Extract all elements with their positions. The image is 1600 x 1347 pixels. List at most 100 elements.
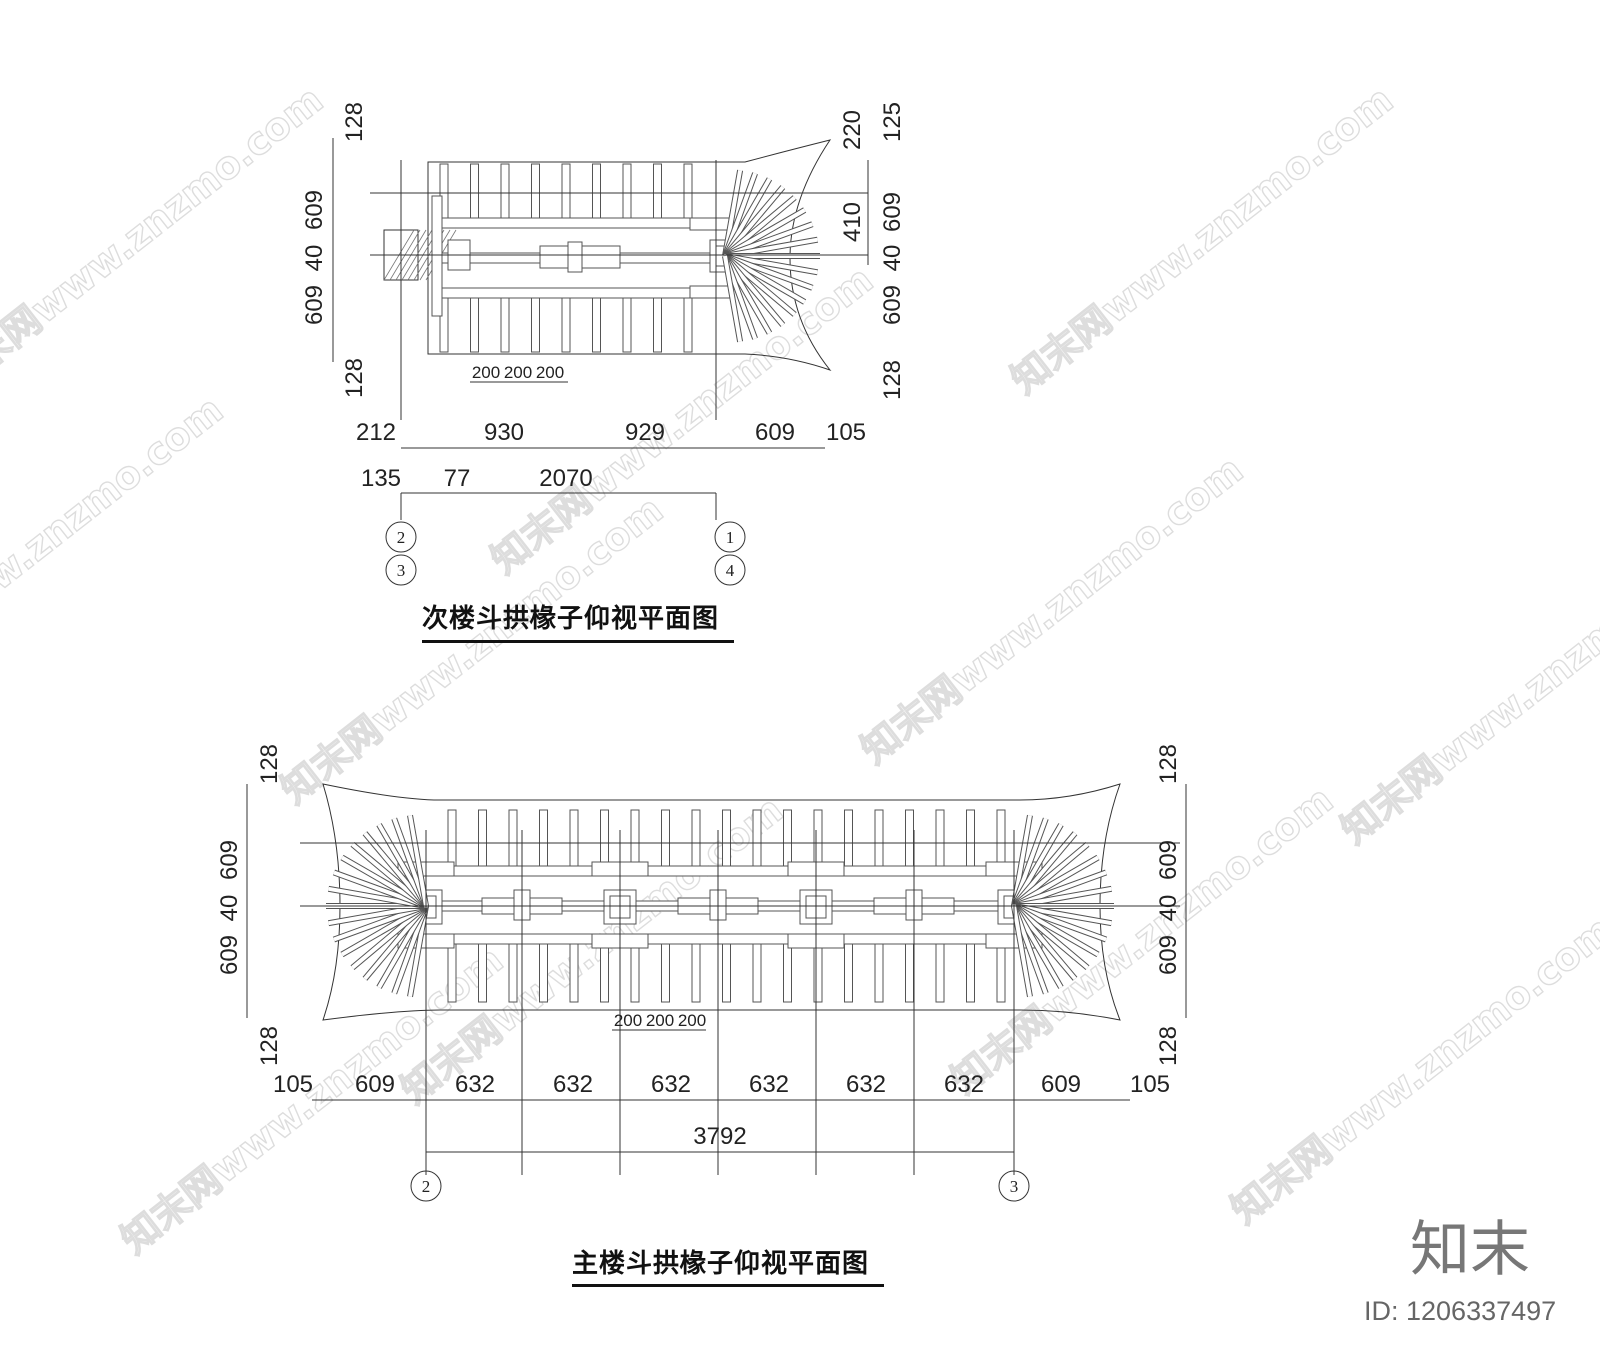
dim-label: 632 [846, 1071, 886, 1098]
dim-label: 128 [1155, 744, 1182, 784]
spacing-label: 200 [504, 363, 532, 382]
dim-label: 632 [455, 1071, 495, 1098]
dim-right: 125 220 609 410 40 609 128 [839, 102, 906, 400]
rafter [813, 809, 823, 871]
svg-text:2: 2 [397, 528, 406, 547]
brand-logo: 知末 [1410, 1215, 1530, 1285]
rafter [600, 809, 609, 871]
dim-label: 105 [826, 419, 866, 446]
bracket [689, 217, 731, 231]
dim-left: 128 609 40 609 128 [301, 102, 368, 398]
beam-top [439, 217, 721, 229]
dim-label: 212 [356, 419, 396, 446]
rafter [447, 939, 457, 1003]
dim-label: 609 [755, 419, 795, 446]
dim-label: 632 [944, 1071, 984, 1098]
corner-fan-rafters [722, 169, 820, 343]
title-underline [422, 640, 734, 643]
fan-rafter-fill [723, 255, 743, 343]
rafter [783, 939, 792, 1003]
spacing-label: 200 [646, 1011, 674, 1030]
svg-text:1: 1 [726, 528, 735, 547]
svg-text:2: 2 [422, 1177, 431, 1196]
rafter [630, 939, 640, 1003]
rafter [752, 939, 762, 1003]
dim-label: 609 [216, 935, 243, 975]
dim-label: 410 [839, 202, 866, 242]
rafter [905, 809, 914, 871]
axis-bubble-1: 1 [714, 521, 746, 553]
dim-label: 929 [625, 419, 665, 446]
axis-bubble-4: 4 [714, 554, 746, 586]
rafter [508, 809, 518, 871]
dim-label: 105 [1130, 1071, 1170, 1098]
spacing-label: 200 [536, 363, 564, 382]
watermark-text: 知末网www.znzmo.com [273, 487, 671, 812]
rafter [569, 809, 579, 871]
dim-label: 40 [879, 245, 906, 272]
rafter [592, 291, 601, 353]
rafter [531, 291, 540, 353]
axis-bubble-2: 2 [410, 1170, 442, 1202]
plan-title: 主楼斗拱椽子仰视平面图 [572, 1248, 869, 1279]
dim-label: 135 [361, 465, 401, 492]
rafter [691, 939, 701, 1003]
watermark-text: 知末网www.znzmo.com [0, 77, 331, 402]
dim-label: 609 [879, 285, 906, 325]
rafters-top [447, 809, 1006, 871]
dim-label: 632 [553, 1071, 593, 1098]
spacing-label: 200 [472, 363, 500, 382]
spacing-label: 200 [678, 1011, 706, 1030]
dim-label: 220 [839, 110, 866, 150]
dim-label: 3792 [693, 1123, 746, 1150]
plan-secondary: 128 609 40 609 128 125 220 609 410 40 60… [301, 102, 906, 643]
rafter [478, 809, 487, 871]
rafter [508, 939, 518, 1003]
rafter [844, 809, 853, 871]
axis-bubble-2: 2 [385, 521, 417, 553]
dim-label: 930 [484, 419, 524, 446]
dim-label: 609 [1155, 840, 1182, 880]
fan-rafter-fill [408, 815, 428, 907]
dim-label: 609 [301, 190, 328, 230]
rafters-bottom [439, 291, 693, 353]
rafter [844, 939, 853, 1003]
rafter [569, 939, 579, 1003]
rafter [500, 291, 510, 353]
watermark-text: 知末网www.znzmo.com [853, 447, 1251, 772]
dim-label: 609 [1155, 935, 1182, 975]
rafter [874, 809, 884, 871]
rafter [752, 809, 762, 871]
rafter [622, 291, 632, 353]
rafter [653, 291, 662, 353]
left-beam [431, 195, 443, 317]
watermark-text: 知末网www.znzmo.com [0, 387, 231, 712]
dim-label: 40 [216, 895, 243, 922]
dim-label: 77 [444, 465, 471, 492]
watermark-text: 知末网www.znzmo.com [1223, 907, 1600, 1232]
rafter [600, 939, 609, 1003]
dim-label: 128 [341, 358, 368, 398]
rafter [447, 809, 457, 871]
dim-label: 609 [216, 840, 243, 880]
beam-top [419, 865, 1011, 877]
axis-bubble-3: 3 [998, 1170, 1030, 1202]
rafter [539, 809, 548, 871]
rafter [661, 809, 670, 871]
title-underline [572, 1284, 884, 1287]
fan-rafter-fill [1012, 905, 1032, 997]
dim-label: 128 [879, 360, 906, 400]
dim-label: 609 [879, 192, 906, 232]
rafter [539, 939, 548, 1003]
dim-label: 632 [749, 1071, 789, 1098]
grid-lines-vertical [425, 830, 1015, 1175]
dim-label: 609 [1041, 1071, 1081, 1098]
svg-text:3: 3 [397, 561, 406, 580]
svg-text:4: 4 [726, 561, 735, 580]
rafter [470, 291, 479, 353]
bracket [689, 285, 731, 299]
dim-label: 40 [1155, 895, 1182, 922]
dim-label: 105 [273, 1071, 313, 1098]
rafter [561, 291, 571, 353]
